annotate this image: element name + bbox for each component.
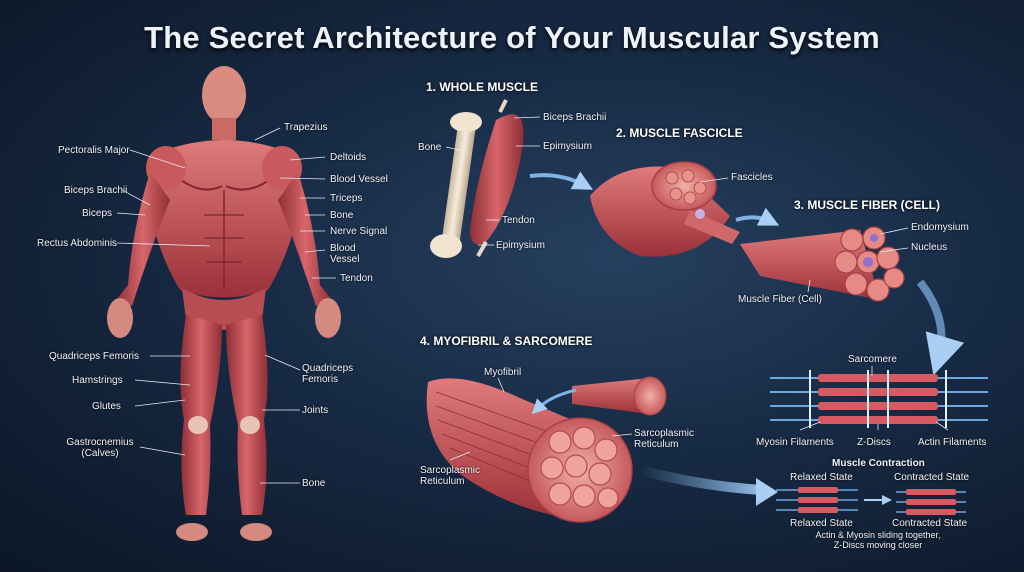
label-relaxed-state-bottom: Relaxed State bbox=[790, 518, 853, 529]
label-trapezius: Trapezius bbox=[284, 122, 328, 133]
label-glutes: Glutes bbox=[92, 401, 121, 412]
fascicle-illustration bbox=[590, 161, 740, 257]
label-tendon: Tendon bbox=[340, 273, 373, 284]
right-leg-muscles bbox=[226, 315, 268, 515]
label-blood-vessel: Blood Vessel bbox=[330, 174, 388, 185]
myofibril-illustration bbox=[426, 376, 667, 523]
sarcomere-leader-lines bbox=[799, 366, 949, 431]
head-shape bbox=[202, 66, 246, 124]
label-relaxed-state-top: Relaxed State bbox=[790, 472, 853, 483]
label-pectoralis-major: Pectoralis Major bbox=[58, 145, 130, 156]
label-quadriceps-femoris-left: Quadriceps Femoris bbox=[49, 351, 140, 362]
label-triceps: Triceps bbox=[330, 193, 363, 204]
label-sarcoplasmic-reticulum-right: Sarcoplasmic Reticulum bbox=[634, 428, 695, 450]
label-whole-epimysium-2: Epimysium bbox=[496, 240, 545, 251]
label-myofibril: Myofibril bbox=[484, 367, 522, 378]
right-arm-muscles bbox=[278, 172, 332, 306]
heading-myofibril-sarcomere: 4. MYOFIBRIL & SARCOMERE bbox=[420, 334, 593, 348]
label-sarcoplasmic-reticulum-left: Sarcoplasmic Reticulum bbox=[420, 465, 481, 487]
label-sarcomere: Sarcomere bbox=[848, 354, 897, 365]
arrow-3-to-sarcomere bbox=[916, 279, 965, 376]
human-figure bbox=[107, 66, 341, 541]
label-whole-tendon: Tendon bbox=[502, 215, 535, 226]
label-biceps: Biceps bbox=[82, 208, 113, 219]
left-arm-muscles bbox=[116, 172, 170, 306]
label-hamstrings: Hamstrings bbox=[72, 375, 123, 386]
heading-muscle-fiber: 3. MUSCLE FIBER (CELL) bbox=[794, 198, 940, 212]
heading-muscle-fascicle: 2. MUSCLE FASCICLE bbox=[616, 126, 743, 140]
label-z-discs: Z-Discs bbox=[857, 437, 891, 448]
label-gastrocnemius: Gastrocnemius (Calves) bbox=[66, 437, 134, 459]
fiber-illustration bbox=[740, 226, 905, 302]
arrow-1-to-2 bbox=[529, 171, 594, 190]
label-contracted-state-bottom: Contracted State bbox=[892, 518, 968, 529]
sarcomere-illustration bbox=[770, 370, 988, 428]
body-leader-lines bbox=[116, 127, 336, 484]
label-myosin-filaments: Myosin Filaments bbox=[756, 437, 834, 448]
label-blood-vessel-2: Blood Vessel bbox=[330, 243, 360, 265]
label-whole-bone: Bone bbox=[418, 142, 442, 153]
left-leg-muscles bbox=[180, 315, 222, 515]
label-bone: Bone bbox=[330, 210, 354, 221]
label-muscle-contraction: Muscle Contraction bbox=[832, 458, 925, 469]
label-whole-epimysium: Epimysium bbox=[543, 141, 592, 152]
label-nucleus: Nucleus bbox=[911, 242, 948, 253]
contraction-illustration bbox=[776, 487, 966, 515]
label-fascicles: Fascicles bbox=[731, 172, 773, 183]
label-rectus-abdominis: Rectus Abdominis bbox=[37, 238, 118, 249]
step3-leader-lines bbox=[807, 227, 909, 293]
arrow-2-to-3 bbox=[735, 207, 780, 226]
label-joints: Joints bbox=[302, 405, 329, 416]
step4-leader-lines bbox=[449, 377, 633, 461]
label-nerve-signal: Nerve Signal bbox=[330, 226, 388, 237]
label-muscle-fiber-cell: Muscle Fiber (Cell) bbox=[738, 294, 822, 305]
label-contraction-caption: Actin & Myosin sliding together, Z-Discs… bbox=[815, 530, 941, 550]
arrow-myofibril-in bbox=[531, 388, 577, 415]
label-deltoids: Deltoids bbox=[330, 152, 367, 163]
label-whole-biceps-brachii: Biceps Brachii bbox=[543, 112, 607, 123]
whole-muscle-illustration bbox=[430, 99, 524, 258]
label-quadriceps-femoris-right: Quadriceps Femoris bbox=[302, 363, 354, 385]
label-endomysium: Endomysium bbox=[911, 222, 969, 233]
heading-whole-muscle: 1. WHOLE MUSCLE bbox=[426, 80, 539, 94]
step1-leader-lines bbox=[445, 116, 541, 246]
label-contracted-state-top: Contracted State bbox=[894, 472, 970, 483]
label-bone-lower: Bone bbox=[302, 478, 326, 489]
arrow-4-to-contraction bbox=[638, 465, 763, 495]
label-biceps-brachii: Biceps Brachii bbox=[64, 185, 128, 196]
label-actin-filaments: Actin Filaments bbox=[918, 437, 987, 448]
diagram-title: The Secret Architecture of Your Muscular… bbox=[144, 20, 880, 55]
